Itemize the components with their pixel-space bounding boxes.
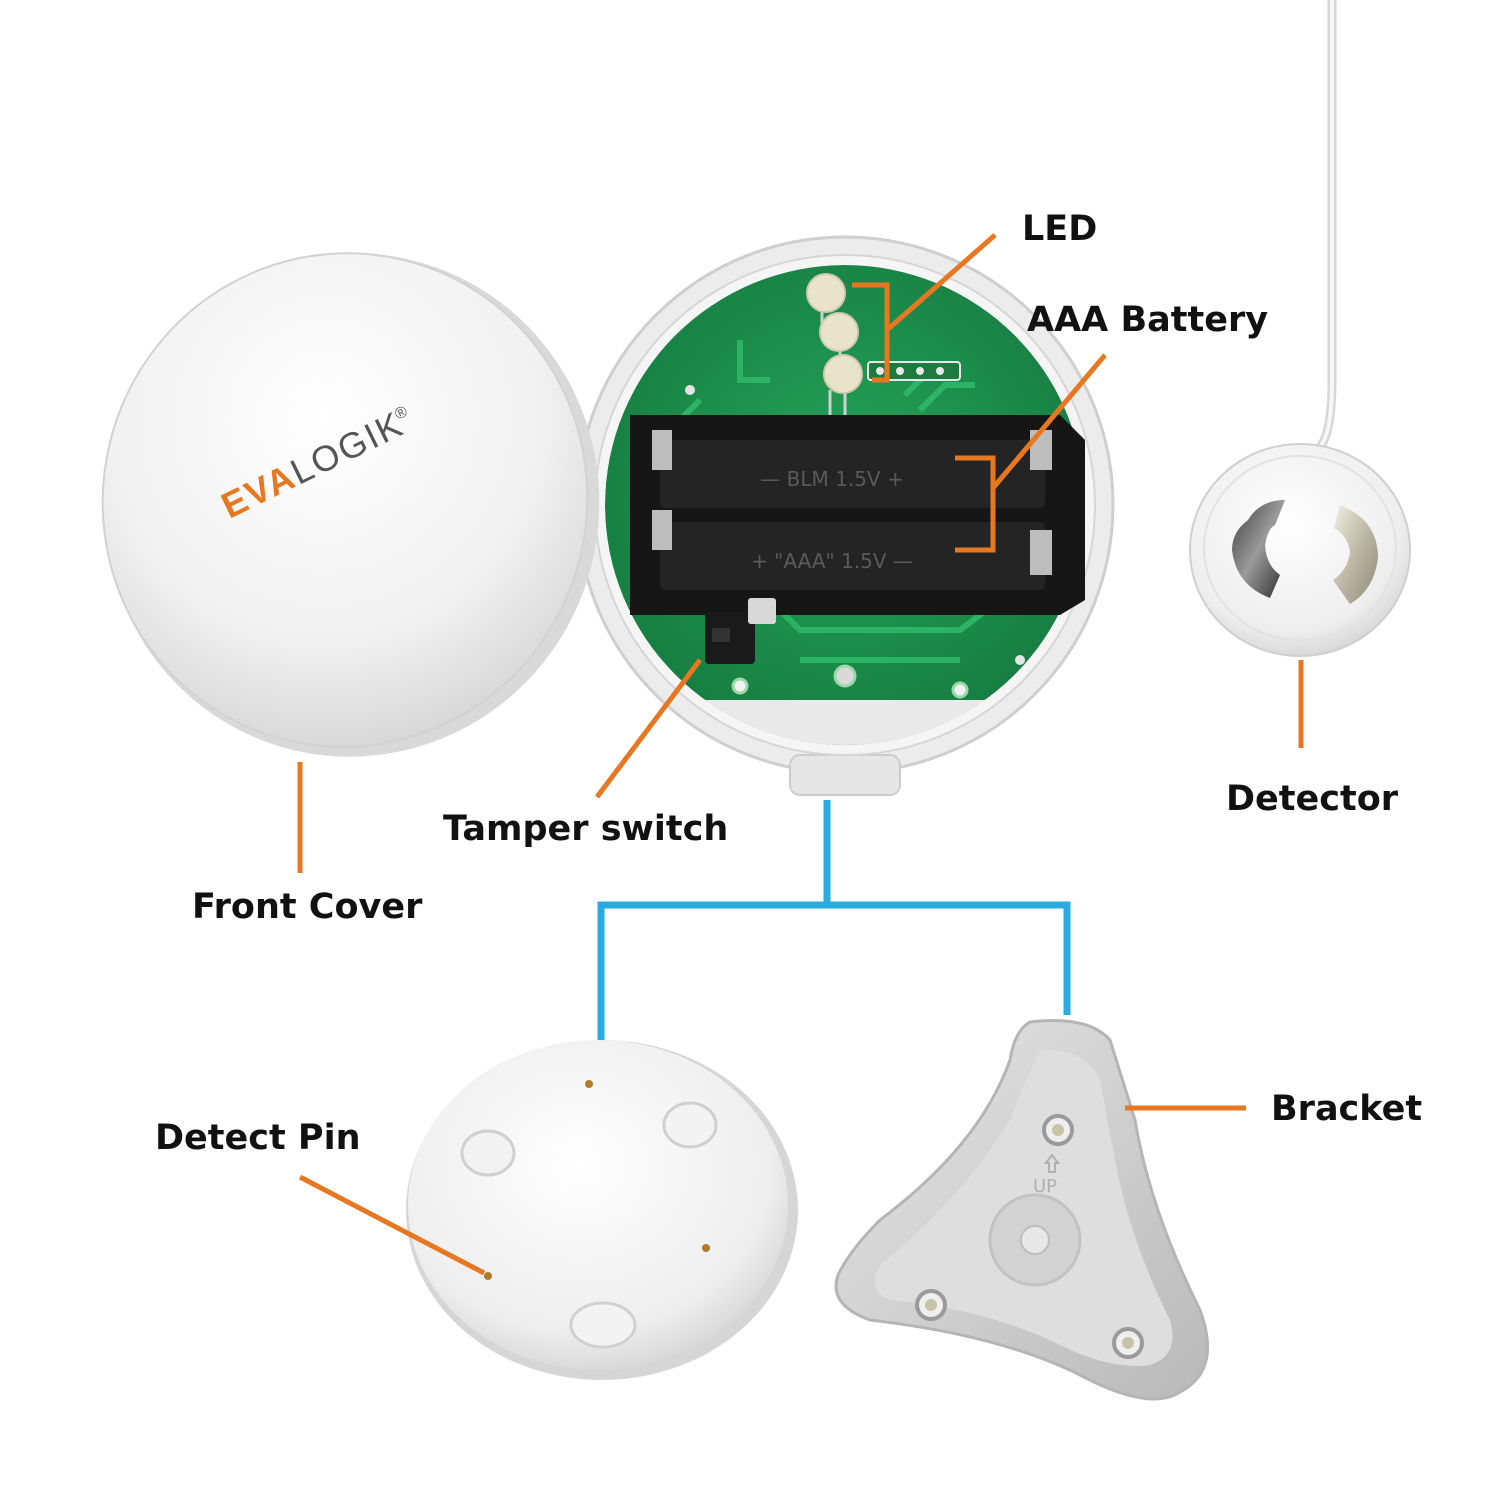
detector-contact-left bbox=[1232, 500, 1285, 598]
callout-tamper bbox=[595, 658, 702, 799]
callout-battery bbox=[955, 455, 996, 553]
tamper-switch bbox=[705, 598, 776, 664]
detect-pin-2 bbox=[702, 1244, 710, 1252]
main-unit-open: — BLM 1.5V + + "AAA" 1.5V — bbox=[575, 235, 1115, 796]
label-bracket: Bracket bbox=[1271, 1089, 1423, 1129]
label-led: LED bbox=[1022, 209, 1098, 249]
bracket-up-marking: UP bbox=[1033, 1176, 1057, 1197]
detector-contact-right bbox=[1333, 505, 1378, 604]
battery-marking-bottom: + "AAA" 1.5V — bbox=[751, 549, 913, 573]
battery-slot-bottom bbox=[660, 522, 1045, 590]
label-detector: Detector bbox=[1226, 779, 1399, 819]
label-tamper-switch: Tamper switch bbox=[443, 809, 729, 849]
blue-connector-lines bbox=[597, 800, 1071, 1040]
led-2 bbox=[819, 312, 859, 352]
detector-cable bbox=[1307, 0, 1337, 457]
label-front-cover: Front Cover bbox=[192, 887, 423, 927]
label-detect-pin: Detect Pin bbox=[155, 1118, 361, 1158]
detector-probe bbox=[1189, 443, 1411, 657]
detect-pin-1 bbox=[585, 1080, 593, 1088]
led-group bbox=[806, 273, 863, 420]
battery-slot-top bbox=[660, 440, 1045, 508]
detect-pin-3 bbox=[484, 1272, 492, 1280]
callout-detect-pin bbox=[298, 1174, 486, 1276]
front-cover: EVA LOGIK ® bbox=[101, 252, 600, 757]
sensor-back-puck bbox=[406, 1040, 798, 1380]
led-1 bbox=[806, 273, 846, 313]
callout-lines bbox=[297, 233, 1304, 1276]
up-arrow-icon bbox=[1044, 1153, 1060, 1173]
callout-led bbox=[852, 282, 890, 383]
label-aaa-battery: AAA Battery bbox=[1027, 300, 1269, 340]
rubber-foot-left bbox=[460, 1129, 516, 1177]
led-3 bbox=[823, 354, 863, 394]
rubber-foot-right bbox=[662, 1101, 718, 1149]
rubber-foot-bottom bbox=[569, 1301, 637, 1349]
mounting-bracket: UP bbox=[834, 1018, 1210, 1401]
pcb-header-pins bbox=[867, 361, 961, 381]
battery-holder: — BLM 1.5V + + "AAA" 1.5V — bbox=[630, 415, 1085, 615]
battery-marking-top: — BLM 1.5V + bbox=[760, 467, 903, 491]
